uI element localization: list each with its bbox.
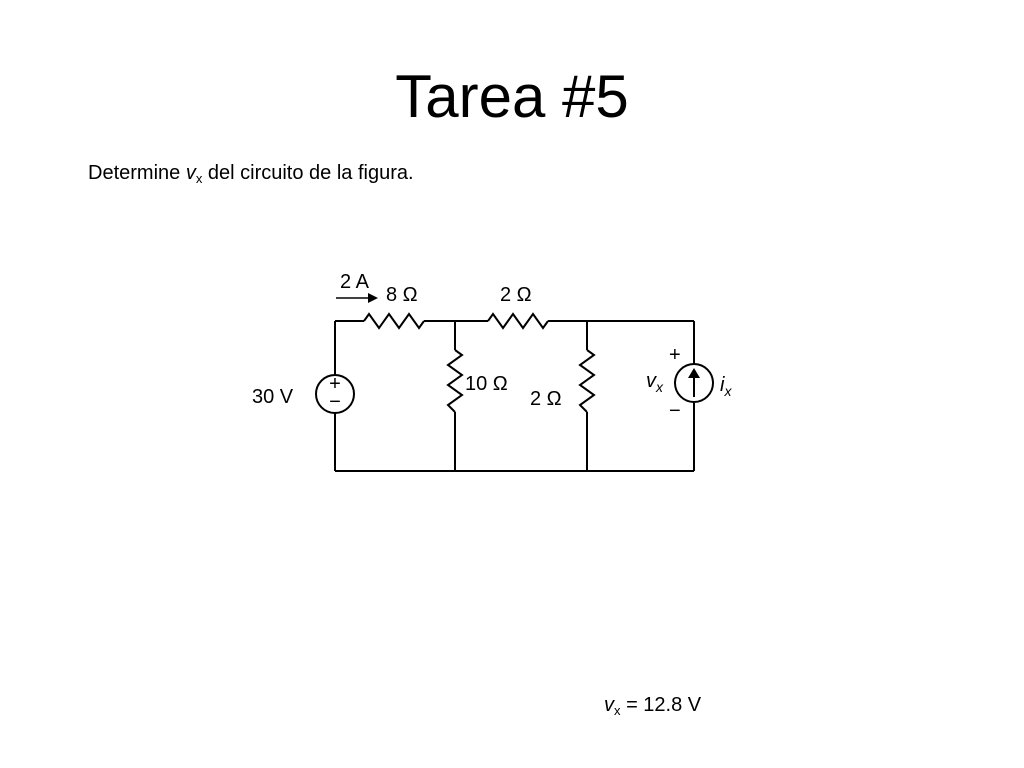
current-arrow-icon	[336, 293, 378, 303]
vx-label: vx	[646, 370, 664, 395]
resistor-2-ohm-shunt	[578, 349, 596, 413]
problem-prefix: Determine	[88, 162, 181, 184]
resistor-2-ohm-series	[487, 312, 549, 330]
resistor-10-ohm-label: 10 Ω	[465, 373, 508, 395]
resistor-10-ohm	[446, 349, 464, 413]
circuit-wires	[334, 320, 695, 472]
problem-suffix: del circuito de la figura.	[207, 162, 414, 184]
current-source-icon	[674, 363, 714, 403]
answer-variable-main: v	[604, 694, 614, 716]
vx-label-main: v	[646, 370, 657, 392]
vx-minus-sign: −	[669, 400, 681, 422]
answer: vx = 12.8 V	[604, 690, 701, 722]
resistor-8-ohm	[363, 312, 425, 330]
resistor-2-ohm-shunt-label: 2 Ω	[530, 388, 562, 410]
answer-value: = 12.8 V	[626, 694, 702, 716]
answer-variable: vx	[604, 694, 621, 718]
current-label: 2 A	[340, 271, 370, 293]
problem-variable-sub: x	[195, 171, 203, 186]
resistor-8-ohm-label: 8 Ω	[386, 284, 418, 306]
vx-label-sub: x	[655, 379, 664, 395]
source-plus-sign: +	[329, 373, 341, 395]
ix-label-main: i	[720, 374, 725, 396]
ix-label-sub: x	[723, 383, 732, 399]
voltage-source-label: 30 V	[252, 386, 294, 408]
voltage-source-icon: + −	[315, 373, 355, 414]
ix-label: ix	[720, 374, 732, 399]
answer-variable-sub: x	[614, 703, 621, 718]
problem-variable-main: v	[185, 162, 196, 184]
vx-plus-sign: +	[669, 344, 681, 366]
problem-variable: vx	[185, 162, 203, 186]
source-minus-sign: −	[329, 391, 341, 413]
slide-title: Tarea #5	[395, 63, 629, 130]
problem-statement: Determine vx del circuito de la figura.	[88, 158, 414, 190]
resistor-2-ohm-series-label: 2 Ω	[500, 284, 532, 306]
